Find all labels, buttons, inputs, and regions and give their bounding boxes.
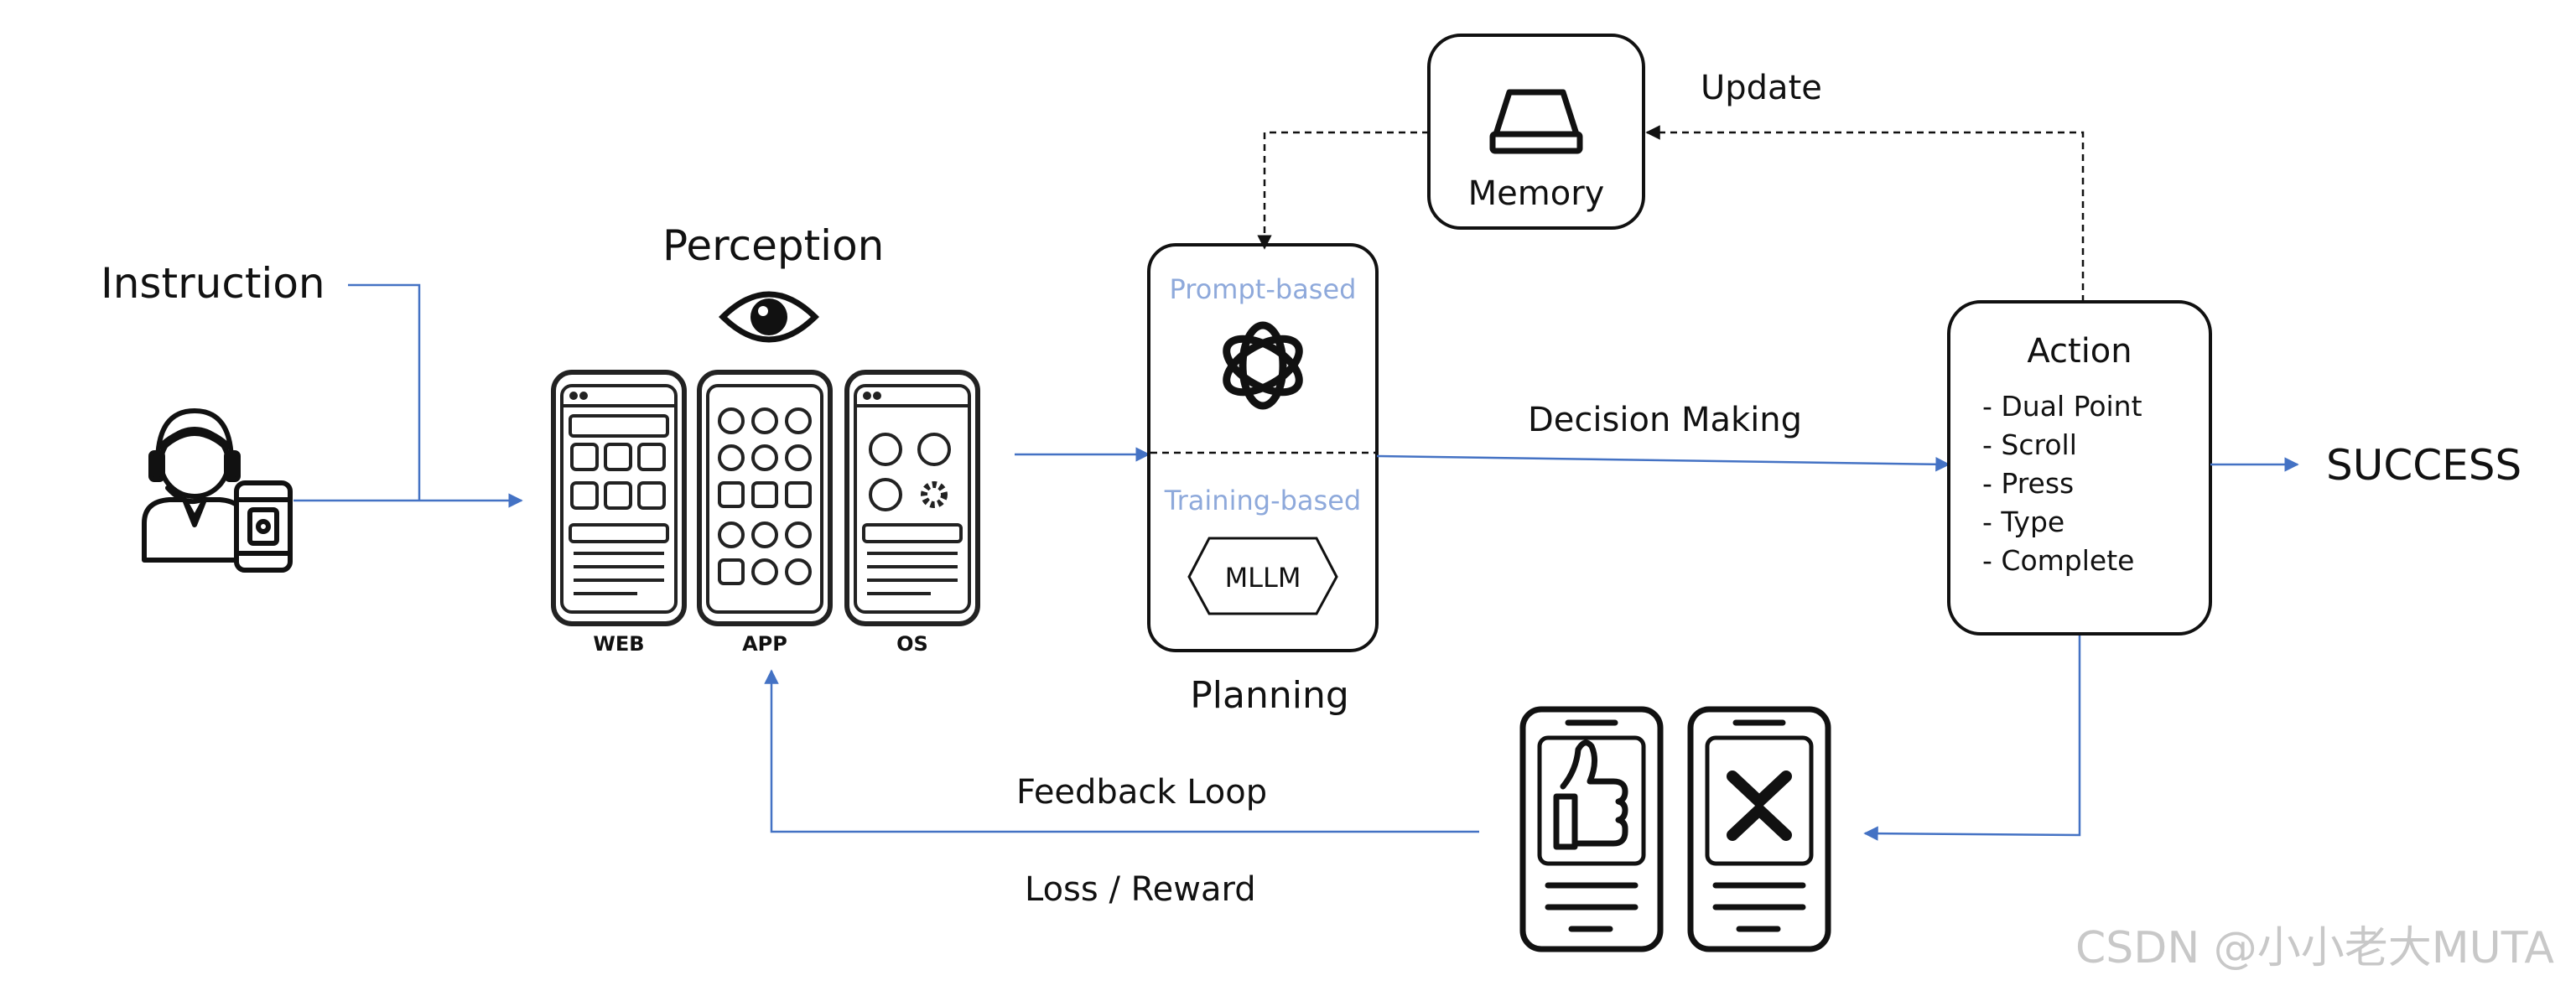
feedback-loop-arrow	[764, 669, 1479, 833]
os-phone-icon	[844, 370, 980, 626]
planning-to-action-arrow	[1376, 454, 1950, 472]
openai-logo-icon	[1223, 321, 1303, 410]
success-label: SUCCESS	[2326, 441, 2521, 490]
perception-label: Perception	[662, 221, 884, 270]
prompt-based-label: Prompt-based	[1170, 273, 1357, 305]
feedback-loop-label: Feedback Loop	[1016, 773, 1267, 812]
web-label: WEB	[593, 632, 644, 656]
action-box	[1947, 300, 2212, 636]
action-item-press: - Press	[1982, 467, 2074, 500]
action-item-complete: - Complete	[1982, 544, 2134, 577]
x-mark-phone-icon	[1687, 706, 1831, 952]
instruction-connector	[348, 283, 421, 501]
planning-label: Planning	[1190, 674, 1349, 717]
memory-label: Memory	[1468, 174, 1605, 213]
hard-drive-icon	[1489, 89, 1583, 154]
action-to-feedback-arrow	[1863, 636, 2081, 841]
web-phone-icon	[551, 370, 687, 626]
update-label: Update	[1701, 69, 1822, 107]
user-with-phone-icon	[142, 408, 293, 573]
instruction-label: Instruction	[101, 259, 325, 308]
decision-making-label: Decision Making	[1528, 401, 1802, 439]
action-to-memory-dashed-arrow	[1645, 125, 2085, 302]
action-title: Action	[2027, 332, 2132, 371]
action-item-scroll: - Scroll	[1982, 428, 2077, 461]
mllm-label: MLLM	[1225, 562, 1301, 594]
thumbs-up-phone-icon	[1519, 706, 1664, 952]
mllm-hexagon	[1187, 537, 1338, 615]
eye-icon	[719, 291, 819, 343]
app-label: APP	[742, 632, 787, 656]
watermark: CSDN @小小老大MUTA	[2075, 923, 2554, 973]
action-item-type: - Type	[1982, 506, 2064, 538]
training-based-label: Training-based	[1164, 485, 1361, 516]
loss-reward-label: Loss / Reward	[1025, 870, 1256, 909]
app-phone-icon	[697, 370, 833, 626]
os-label: OS	[896, 632, 928, 656]
action-item-dual-point: - Dual Point	[1982, 390, 2142, 423]
memory-to-planning-dashed-arrow	[1257, 131, 1429, 250]
